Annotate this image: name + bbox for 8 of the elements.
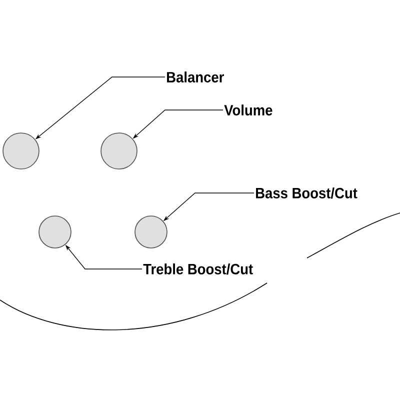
callout-label: Treble Boost/Cut — [143, 263, 253, 275]
knob — [38, 216, 72, 248]
callout-label: Bass Boost/Cut — [256, 187, 358, 199]
knob — [134, 216, 168, 248]
callout-label: Balancer — [167, 72, 224, 82]
callout-label: Volume — [224, 104, 272, 116]
knob — [2, 132, 40, 170]
knob — [100, 132, 138, 170]
